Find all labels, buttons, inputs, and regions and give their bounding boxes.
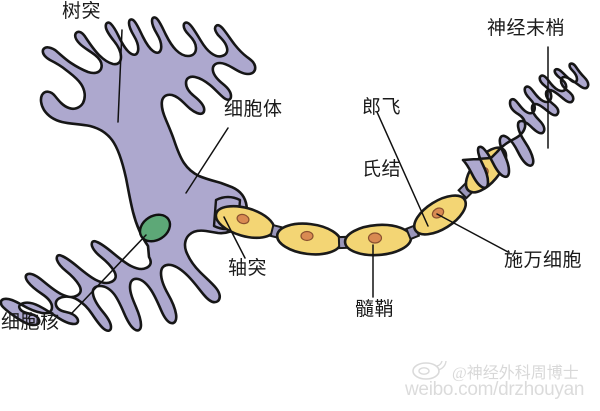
nerve-terminal-group: [461, 62, 590, 190]
label-axon: 轴突: [228, 258, 268, 279]
schwann-nucleus: [367, 232, 383, 244]
leader-lines: [71, 29, 549, 314]
myelin-segment: [275, 222, 343, 256]
label-nerve-terminal: 神经末梢: [487, 18, 566, 39]
myelin-segment: [214, 204, 276, 240]
label-schwann-cell: 施万细胞: [504, 250, 583, 271]
dendrite-arbor-shape: [0, 16, 257, 333]
label-cell-body: 细胞体: [224, 99, 283, 120]
myelinated-axon-group: [214, 146, 508, 257]
leader-soma: [185, 127, 229, 194]
leader-ranvier: [376, 111, 429, 227]
label-dendrite: 树突: [62, 1, 102, 22]
label-nucleus: 细胞核: [1, 312, 60, 333]
neuron-cell-group: [0, 16, 257, 333]
leader-axon: [223, 216, 246, 259]
terminal-arbor-shape: [461, 62, 590, 190]
label-node-of-ranvier-line1: 郎飞: [362, 97, 402, 119]
myelin-segment: [343, 223, 413, 257]
label-myelin-sheath: 髓鞘: [355, 299, 395, 320]
label-node-of-ranvier-line2: 氏结: [362, 158, 402, 180]
leader-schwann: [436, 213, 509, 253]
leader-nucleus: [71, 234, 147, 314]
label-node-of-ranvier: 郎飞 氏结: [362, 57, 401, 221]
leader-dendrite: [117, 29, 123, 123]
schwann-nucleus: [236, 213, 250, 225]
schwann-nucleus: [300, 230, 314, 242]
cell-nucleus-shape: [138, 213, 172, 243]
